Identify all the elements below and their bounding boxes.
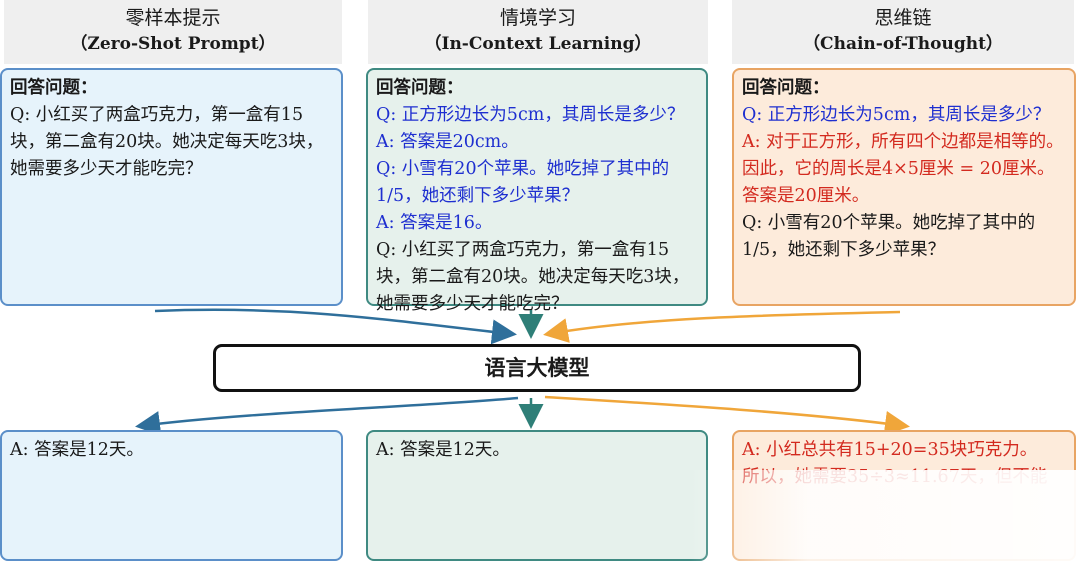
target-question: Q: 小红买了两盒巧克力，第一盒有15块，第二盒有20块。她决定每天吃3块，她需… [10, 105, 324, 179]
zero-shot-output-box: A: 答案是12天。 [0, 430, 343, 561]
chain-of-thought-input-box: 回答问题： Q: 正方形边长为5cm，其周长是多少？ A: 对于正方形，所有四个… [732, 68, 1076, 306]
column-title-en: （In-Context Learning） [424, 34, 652, 54]
fade-overlay [690, 470, 1080, 561]
input-label: 回答问题： [10, 78, 98, 98]
arrow-llm-to-cot-output [544, 395, 910, 436]
column-header-in-context: 情境学习 （In-Context Learning） [368, 0, 708, 64]
input-label: 回答问题： [742, 78, 830, 98]
target-question: Q: 小雪有20个苹果。她吃掉了其中的1/5，她还剩下多少苹果？ [742, 213, 1036, 260]
output-answer: A: 答案是12天。 [10, 440, 144, 460]
example-question-1: Q: 正方形边长为5cm，其周长是多少？ [742, 105, 1051, 125]
in-context-input-box: 回答问题： Q: 正方形边长为5cm，其周长是多少？ A: 答案是20cm。 Q… [366, 68, 708, 314]
example-question-2: Q: 小雪有20个苹果。她吃掉了其中的1/5，她还剩下多少苹果？ [376, 159, 670, 206]
in-context-output-box: A: 答案是12天。 [366, 430, 708, 561]
output-answer: A: 答案是12天。 [376, 440, 510, 460]
column-title-en: （Zero-Shot Prompt） [70, 34, 276, 54]
column-title-zh: 情境学习 [499, 7, 576, 29]
input-label: 回答问题： [376, 78, 464, 98]
arrow-llm-to-zero-shot-output [135, 396, 519, 436]
example-answer-1: A: 答案是20cm。 [376, 132, 519, 152]
column-title-zh: 零样本提示 [125, 7, 221, 29]
target-question: Q: 小红买了两盒巧克力，第一盒有15块，第二盒有20块。她决定每天吃3块，她需… [376, 240, 690, 314]
reasoning-answer-1: A: 对于正方形，所有四个边都是相等的。因此，它的周长是4×5厘米 = 20厘米… [742, 132, 1064, 206]
column-title-en: （Chain-of-Thought） [803, 34, 1003, 54]
arrow-cot-to-llm [543, 310, 901, 343]
example-question-1: Q: 正方形边长为5cm，其周长是多少？ [376, 105, 685, 125]
output-reasoning-1: A: 小红总共有15+20=35块巧克力。 [742, 440, 1038, 460]
column-header-chain-of-thought: 思维链 （Chain-of-Thought） [732, 0, 1074, 64]
column-title-zh: 思维链 [874, 7, 932, 29]
example-answer-2: A: 答案是16。 [376, 213, 493, 233]
arrow-zero-shot-to-llm [154, 308, 517, 345]
llm-box: 语言大模型 [213, 344, 861, 392]
column-header-zero-shot: 零样本提示 （Zero-Shot Prompt） [4, 0, 342, 64]
zero-shot-input-box: 回答问题： Q: 小红买了两盒巧克力，第一盒有15块，第二盒有20块。她决定每天… [0, 68, 343, 306]
